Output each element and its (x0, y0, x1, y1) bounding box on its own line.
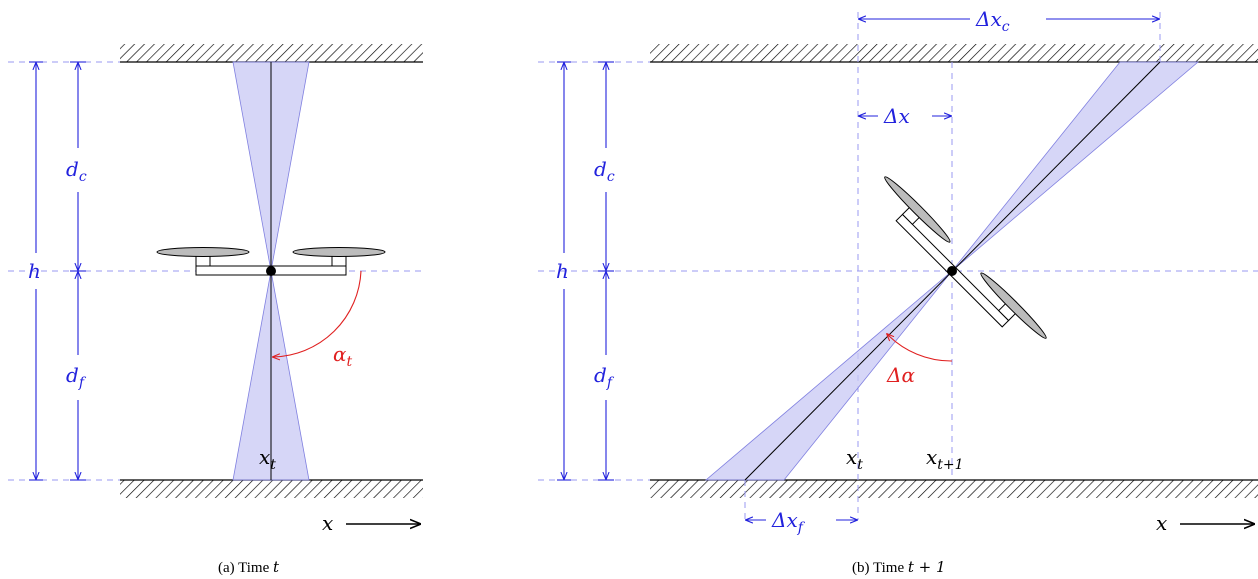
propeller-left (884, 176, 951, 243)
caption-b: (b) Time t + 1 (852, 558, 946, 576)
propeller-right (980, 272, 1047, 339)
label-df: df (66, 363, 87, 391)
propeller-right (292, 247, 386, 257)
dimension-h (29, 61, 43, 481)
label-df: df (594, 363, 615, 391)
panel-a: h dc df αt xt x (a) Time t (8, 44, 423, 576)
label-xt: xt (259, 445, 276, 473)
label-dc: dc (66, 157, 87, 185)
dimension-dc-df (70, 61, 86, 481)
drone-center (947, 266, 957, 276)
dimension-h (557, 61, 571, 481)
propeller-left (156, 247, 250, 257)
ceiling-surface (650, 44, 1258, 63)
label-xt: xt (846, 445, 863, 473)
ceiling-surface (120, 44, 423, 63)
caption-a: (a) Time t (218, 558, 280, 576)
drone-level (156, 247, 386, 276)
delta-alpha-arc (887, 334, 953, 362)
label-delta-alpha: Δα (886, 363, 915, 387)
drone-center (266, 266, 276, 276)
floor-surface (120, 479, 423, 498)
alpha-t-arc (273, 270, 362, 357)
dimension-dc-df (598, 61, 614, 481)
sensor-cone-up (951, 61, 1200, 272)
floor-surface (650, 479, 1258, 498)
label-delta-xc: Δxc (975, 7, 1010, 35)
label-h: h (556, 259, 569, 283)
label-dc: dc (594, 157, 615, 185)
panel-b: h dc df Δxc Δx Δα xt xt+1 Δxf x (b) Time… (538, 7, 1258, 576)
sensor-cone-down (704, 270, 953, 481)
label-delta-xf: Δxf (771, 508, 806, 536)
label-delta-x: Δx (883, 104, 910, 128)
x-axis-label: x (1156, 511, 1167, 535)
x-axis-label: x (322, 511, 333, 535)
label-alpha-t: αt (333, 342, 353, 370)
label-h: h (28, 259, 41, 283)
label-xt1: xt+1 (926, 445, 964, 473)
